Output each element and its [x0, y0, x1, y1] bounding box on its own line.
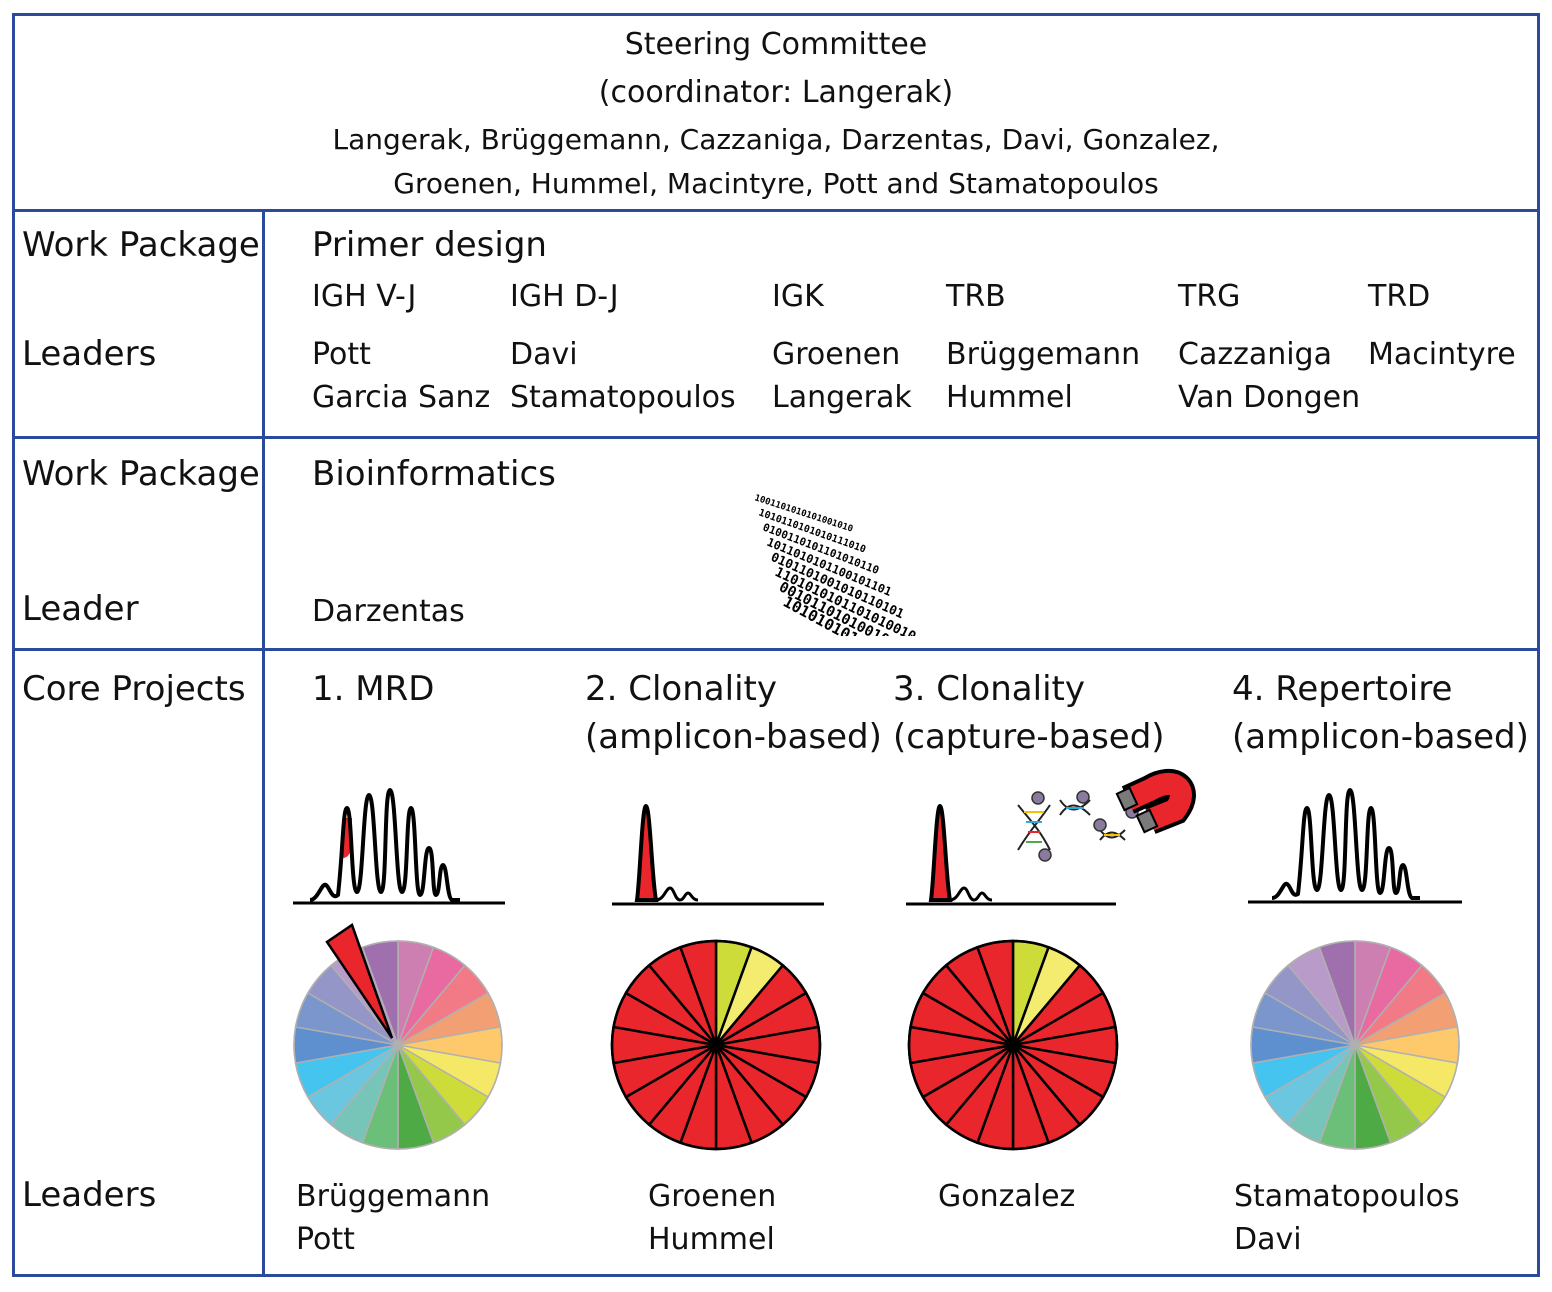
core-projects-label: Core Projects	[22, 669, 246, 709]
project-leader: Gonzalez	[938, 1179, 1076, 1214]
project-leader: Davi	[1234, 1222, 1302, 1257]
bioinformatics-leader-label: Leader	[22, 589, 139, 629]
diagram-frame	[12, 13, 1540, 1277]
target-leader: Groenen	[772, 337, 901, 372]
project-subtitle: (capture-based)	[893, 717, 1165, 757]
project-leader: Pott	[296, 1222, 355, 1257]
target-label: IGK	[772, 279, 824, 314]
target-leader: Pott	[312, 337, 371, 372]
target-label: TRB	[946, 279, 1006, 314]
divider-primer	[12, 436, 1540, 439]
bioinformatics-row-label: Work Package	[22, 454, 260, 494]
project-leader: Hummel	[648, 1222, 775, 1257]
divider-steering	[12, 209, 1540, 212]
target-leader: Langerak	[772, 380, 912, 415]
target-leader: Macintyre	[1368, 337, 1516, 372]
project-leader: Groenen	[648, 1179, 777, 1214]
project-leader: Brüggemann	[296, 1179, 491, 1214]
target-leader: Cazzaniga	[1178, 337, 1332, 372]
project-title: 1. MRD	[312, 669, 435, 709]
target-label: IGH D-J	[510, 279, 619, 314]
bioinformatics-leader: Darzentas	[312, 594, 465, 629]
steering-title: Steering Committee	[624, 27, 928, 62]
target-leader: Davi	[510, 337, 578, 372]
project-title: 4. Repertoire	[1232, 669, 1453, 709]
target-leader: Hummel	[946, 380, 1073, 415]
project-leader: Stamatopoulos	[1234, 1179, 1460, 1214]
target-leader: Stamatopoulos	[510, 380, 736, 415]
core-leaders-label: Leaders	[22, 1175, 157, 1215]
steering-coordinator: (coordinator: Langerak)	[598, 75, 954, 110]
target-leader: Garcia Sanz	[312, 380, 491, 415]
target-label: TRD	[1368, 279, 1431, 314]
project-subtitle: (amplicon-based)	[585, 717, 882, 757]
project-title: 3. Clonality	[893, 669, 1085, 709]
steering-members-line1: Langerak, Brüggemann, Cazzaniga, Darzent…	[332, 123, 1220, 156]
primer-design-title: Primer design	[312, 225, 547, 265]
target-label: IGH V-J	[312, 279, 417, 314]
primer-leaders-label: Leaders	[22, 334, 157, 374]
steering-members-line2: Groenen, Hummel, Macintyre, Pott and Sta…	[393, 167, 1159, 200]
target-leader: Van Dongen	[1178, 380, 1361, 415]
target-leader: Brüggemann	[946, 337, 1141, 372]
binary-code-icon: 1001101010101001010101011010101011101001…	[753, 493, 942, 636]
divider-bioinformatics	[12, 648, 1540, 651]
target-label: TRG	[1178, 279, 1241, 314]
project-title: 2. Clonality	[585, 669, 777, 709]
primer-row-label: Work Package	[22, 225, 260, 265]
bioinformatics-title: Bioinformatics	[312, 454, 556, 494]
project-subtitle: (amplicon-based)	[1232, 717, 1529, 757]
column-divider	[262, 209, 265, 1277]
